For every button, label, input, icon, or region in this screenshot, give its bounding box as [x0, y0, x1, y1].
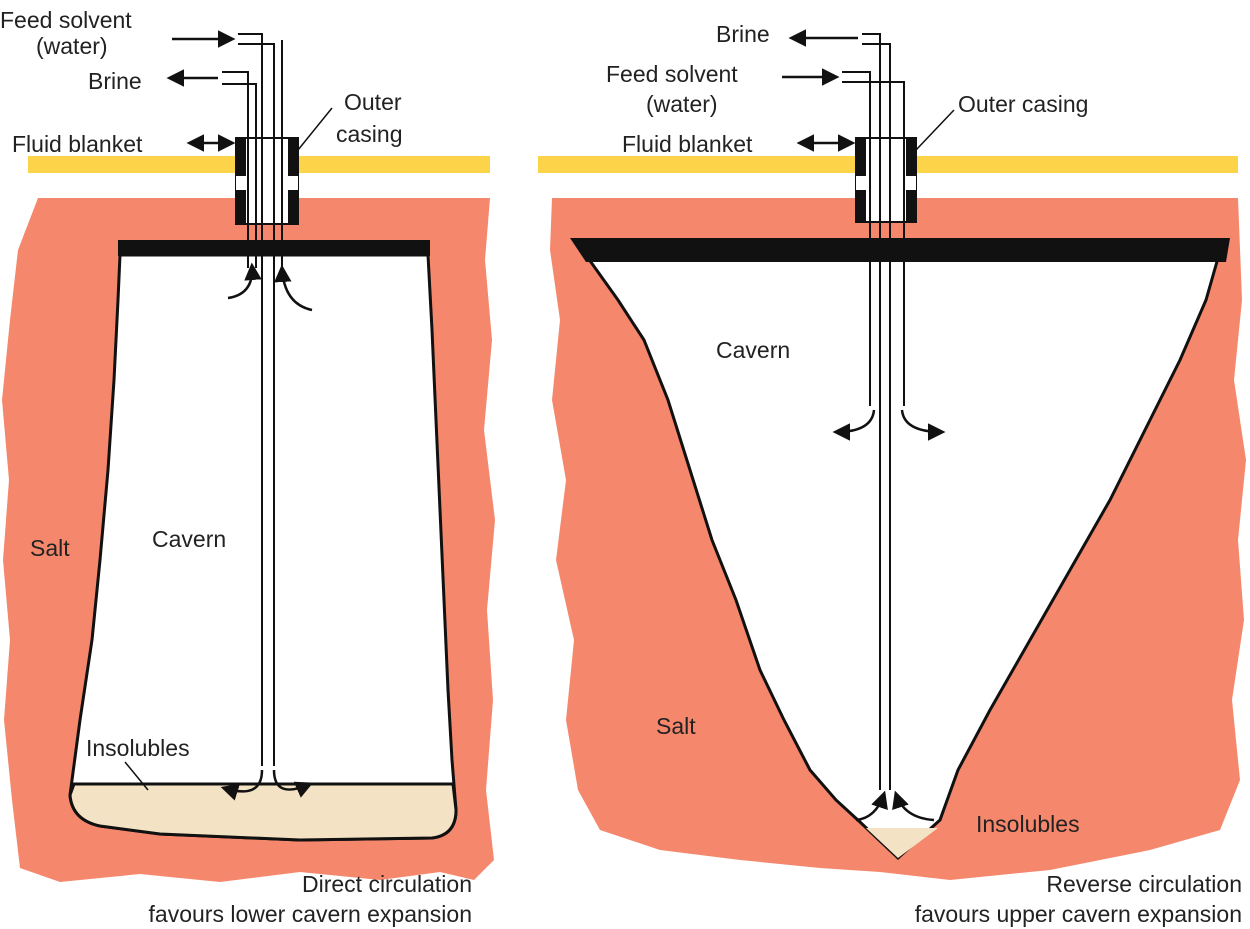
- right-cavern-roof: [570, 238, 1230, 262]
- right-bottom-circulation-arrow: [855, 790, 888, 822]
- left-feed-solvent-pipe: [238, 33, 263, 766]
- left-panel-direct-circulation: Feed solvent (water) Brine Fluid blanket…: [0, 7, 495, 927]
- right-insolubles-layer: [866, 828, 938, 858]
- left-top-circulation-arrow: [227, 262, 262, 300]
- left-brine-pipe: [222, 71, 249, 268]
- left-outer-casing-pointer: [297, 107, 333, 151]
- left-fluid-blanket-label: Fluid blanket: [12, 131, 143, 157]
- right-feed-solvent-sub-label: (water): [646, 91, 718, 117]
- left-outer-casing-sub-label: casing: [336, 121, 402, 147]
- right-insolubles-label: Insolubles: [976, 811, 1080, 837]
- left-insolubles-label: Insolubles: [86, 735, 190, 761]
- left-bottom-circulation-arrow: [220, 769, 264, 801]
- left-outer-casing-label: Outer: [344, 89, 402, 115]
- left-insolubles-pointer: [124, 761, 149, 791]
- left-caption-line1: Direct circulation: [302, 871, 472, 897]
- right-panel-reverse-circulation: Brine Feed solvent (water) Fluid blanket…: [538, 21, 1246, 927]
- left-insolubles-layer: [70, 784, 456, 840]
- right-outer-casing-pointer: [915, 109, 955, 151]
- left-feed-solvent-sub-label: (water): [36, 33, 108, 59]
- right-caption-line2: favours upper cavern expansion: [915, 901, 1242, 927]
- right-feed-solvent-pipe: [842, 71, 871, 406]
- right-cavern-label: Cavern: [716, 337, 790, 363]
- right-brine-pipe: [862, 33, 881, 790]
- left-cavern-label: Cavern: [152, 526, 226, 552]
- left-salt-label: Salt: [30, 535, 70, 561]
- right-fluid-blanket-label: Fluid blanket: [622, 131, 753, 157]
- left-brine-label: Brine: [88, 68, 142, 94]
- right-caption-line1: Reverse circulation: [1046, 871, 1242, 897]
- left-feed-solvent-label: Feed solvent: [0, 7, 132, 33]
- right-outer-casing-label: Outer casing: [958, 91, 1088, 117]
- right-brine-label: Brine: [716, 21, 770, 47]
- right-salt-label: Salt: [656, 713, 696, 739]
- right-feed-solvent-label: Feed solvent: [606, 61, 738, 87]
- right-mid-circulation-arrow: [832, 409, 876, 441]
- left-caption-line2: favours lower cavern expansion: [149, 901, 472, 927]
